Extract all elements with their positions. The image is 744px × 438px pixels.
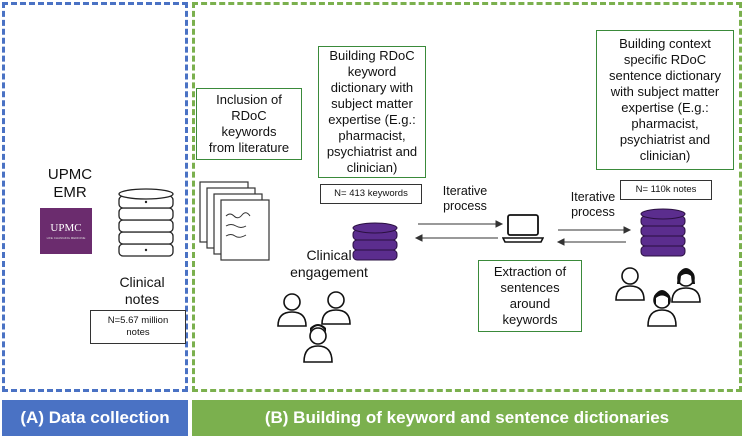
iterative-process-label-1: Iterative process: [442, 184, 488, 213]
sentence-database-icon: [640, 208, 686, 257]
document-stack-icon: [199, 181, 270, 261]
clinical-notes-label: Clinical notes: [119, 274, 165, 307]
literature-keywords-box: Inclusion of RDoC keywords from literatu…: [196, 88, 302, 160]
clinicians-group-icon: [277, 291, 351, 363]
upmc-logo-subtext: LIFE CHANGING MEDICINE: [46, 236, 86, 240]
sentence-dictionary-box: Building context specific RDoC sentence …: [596, 30, 734, 170]
keyword-count-box: N= 413 keywords: [320, 184, 422, 204]
iterative-arrows-1: [414, 220, 504, 242]
clinical-notes-database-icon: [118, 188, 174, 257]
iterative-process-label-2: Iterative process: [570, 190, 616, 219]
sentence-extraction-box: Extraction of sentences around keywords: [478, 260, 582, 332]
upmc-logo-text: UPMC: [50, 222, 82, 234]
laptop-icon: [502, 214, 544, 243]
dictionary-building-panel: [192, 2, 742, 392]
clinicians-group-icon-2: [615, 267, 701, 327]
notes-count-box: N=5.67 million notes: [90, 310, 186, 344]
upmc-logo: UPMC LIFE CHANGING MEDICINE: [40, 208, 92, 254]
iterative-arrows-2: [556, 226, 632, 246]
emr-title: UPMC EMR: [47, 166, 93, 201]
keyword-dictionary-box: Building RDoC keyword dictionary with su…: [318, 46, 426, 178]
keyword-database-icon: [352, 222, 398, 261]
clinical-engagement-label: Clinical engagement: [290, 247, 368, 280]
data-collection-banner: (A) Data collection: [2, 400, 188, 436]
dictionary-building-banner: (B) Building of keyword and sentence dic…: [192, 400, 742, 436]
notes-count-110k-box: N= 110k notes: [620, 180, 712, 200]
data-collection-panel: [2, 2, 188, 392]
